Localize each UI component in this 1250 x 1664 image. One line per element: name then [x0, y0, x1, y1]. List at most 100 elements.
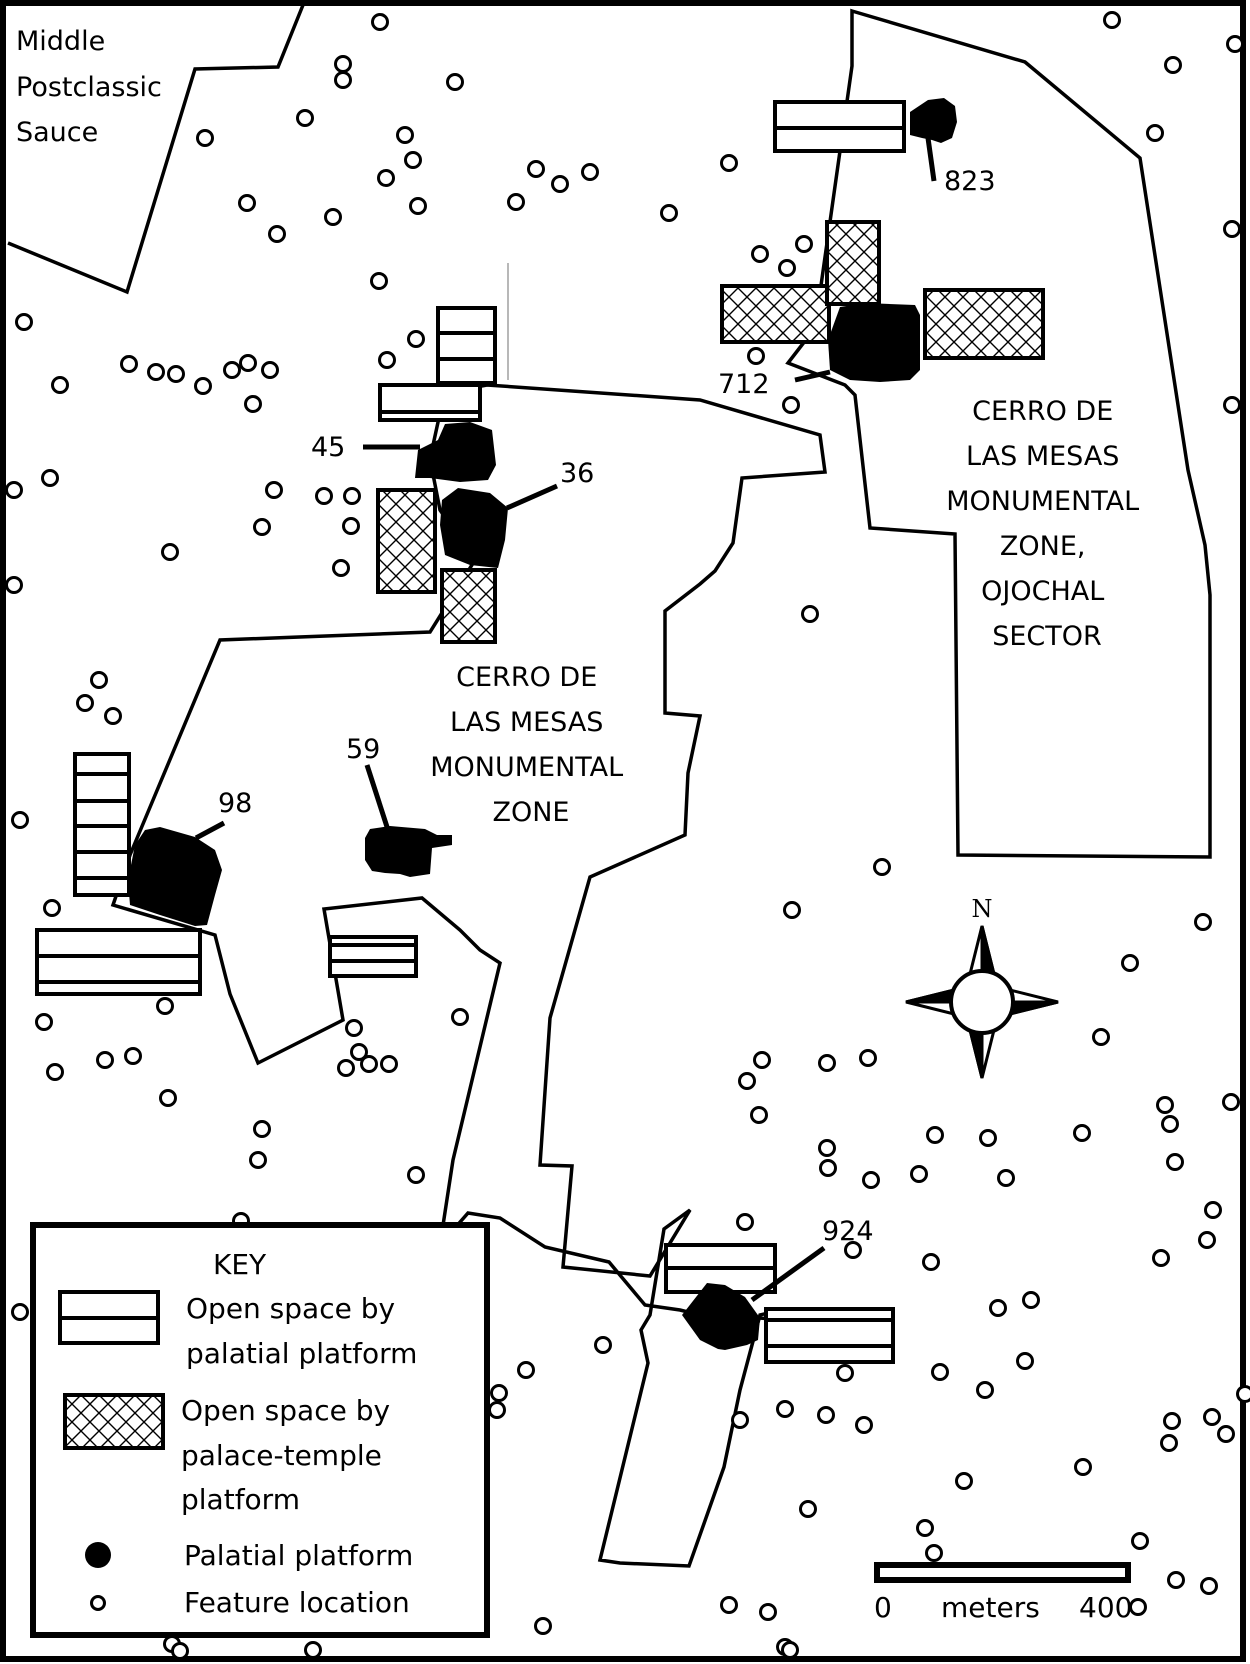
crosshatched-open-space-712-north [825, 220, 881, 306]
feature-location-marker [594, 1336, 612, 1354]
feature-location-marker [171, 1642, 189, 1660]
feature-location-marker [76, 694, 94, 712]
feature-location-marker [782, 396, 800, 414]
feature-location-marker [781, 1641, 799, 1659]
feature-location-marker [377, 169, 395, 187]
feature-location-marker [161, 543, 179, 561]
platform-label-924: 924 [822, 1216, 874, 1247]
feature-location-marker [196, 129, 214, 147]
ojochal-sector-label: CERRO DE LAS MESAS MONUMENTAL ZONE, OJOC… [946, 396, 1148, 652]
feature-location-marker [1198, 1231, 1216, 1249]
feature-location-marker [1129, 1598, 1147, 1616]
feature-location-marker [11, 1303, 29, 1321]
palatial-platform-98 [128, 820, 226, 926]
striped-open-space-924-upper [664, 1243, 777, 1294]
feature-location-marker [753, 1051, 771, 1069]
key-label-palace-temple-open-space: Open space by palace-temple platform [181, 1394, 399, 1516]
feature-location-marker [253, 518, 271, 536]
feature-location-marker [370, 272, 388, 290]
feature-location-marker [337, 1059, 355, 1077]
palatial-platform-712 [794, 303, 920, 383]
feature-location-marker [120, 355, 138, 373]
feature-location-marker [751, 245, 769, 263]
feature-location-marker [11, 811, 29, 829]
feature-location-marker [989, 1299, 1007, 1317]
feature-location-marker [581, 163, 599, 181]
feature-location-marker [490, 1384, 508, 1402]
feature-location-marker [738, 1072, 756, 1090]
feature-location-marker [1223, 396, 1241, 414]
key-symbol-open-circle [90, 1595, 106, 1611]
feature-location-marker [910, 1165, 928, 1183]
feature-location-marker [736, 1213, 754, 1231]
key-label-palatial-platform: Palatial platform [184, 1539, 413, 1572]
platform-label-712: 712 [718, 369, 770, 400]
key-title: KEY [213, 1248, 267, 1281]
feature-location-marker [1161, 1115, 1179, 1133]
feature-location-marker [551, 175, 569, 193]
feature-location-marker [660, 204, 678, 222]
palatial-open-spaces [35, 100, 906, 1364]
feature-location-marker [41, 469, 59, 487]
feature-location-marker [799, 1500, 817, 1518]
feature-location-marker [124, 1047, 142, 1065]
feature-location-marker [855, 1416, 873, 1434]
feature-location-marker [253, 1120, 271, 1138]
feature-location-marker [1203, 1408, 1221, 1426]
feature-location-marker [1200, 1577, 1218, 1595]
key-symbol-crosshatched-rectangle [63, 1393, 165, 1450]
compass-rose: N [905, 895, 1059, 1079]
feature-location-marker [1074, 1458, 1092, 1476]
feature-location-marker [925, 1544, 943, 1562]
feature-location-marker [451, 1008, 469, 1026]
feature-location-marker [747, 347, 765, 365]
palatial-platform-36 [440, 483, 559, 568]
feature-location-marker [1160, 1434, 1178, 1452]
feature-location-marker [817, 1406, 835, 1424]
key-label-feature-location: Feature location [184, 1586, 410, 1619]
map-key: KEY Open space by palatial platform Open… [30, 1222, 490, 1638]
palace-temple-open-spaces [376, 220, 1045, 644]
feature-location-marker [104, 707, 122, 725]
feature-location-marker [159, 1089, 177, 1107]
feature-location-marker [1092, 1028, 1110, 1046]
feature-location-marker [239, 354, 257, 372]
platform-label-45: 45 [311, 432, 345, 463]
feature-location-marker [1222, 1093, 1240, 1111]
crosshatched-open-space-712-west [720, 284, 831, 344]
feature-location-marker [324, 208, 342, 226]
feature-location-marker [1167, 1571, 1185, 1589]
feature-location-marker [249, 1151, 267, 1169]
middle-postclassic-label: Middle Postclassic Sauce [16, 26, 170, 148]
feature-location-marker [720, 154, 738, 172]
striped-open-space-45-lower [378, 383, 482, 422]
key-label-palatial-open-space: Open space by palatial platform [186, 1292, 417, 1370]
feature-location-marker [955, 1472, 973, 1490]
feature-location-marker [46, 1063, 64, 1081]
feature-location-marker [360, 1055, 378, 1073]
feature-location-marker [167, 365, 185, 383]
feature-location-marker [1131, 1532, 1149, 1550]
feature-location-marker [1022, 1291, 1040, 1309]
feature-location-marker [350, 1043, 368, 1061]
feature-location-marker [5, 481, 23, 499]
feature-location-marker [5, 576, 23, 594]
feature-location-marker [916, 1519, 934, 1537]
feature-location-marker [517, 1361, 535, 1379]
feature-location-marker [534, 1617, 552, 1635]
feature-location-marker [1164, 56, 1182, 74]
feature-location-marker [404, 151, 422, 169]
feature-location-marker [446, 73, 464, 91]
feature-location-marker [731, 1411, 749, 1429]
feature-location-marker [407, 1166, 425, 1184]
feature-location-marker [1236, 1385, 1250, 1403]
feature-location-marker [244, 395, 262, 413]
striped-open-space-98-horizontal [35, 928, 202, 996]
crosshatched-open-space-36-west [376, 488, 437, 594]
feature-location-marker [801, 605, 819, 623]
feature-location-marker [1121, 954, 1139, 972]
feature-location-marker [223, 361, 241, 379]
feature-location-marker [156, 997, 174, 1015]
feature-location-marker [1152, 1249, 1170, 1267]
